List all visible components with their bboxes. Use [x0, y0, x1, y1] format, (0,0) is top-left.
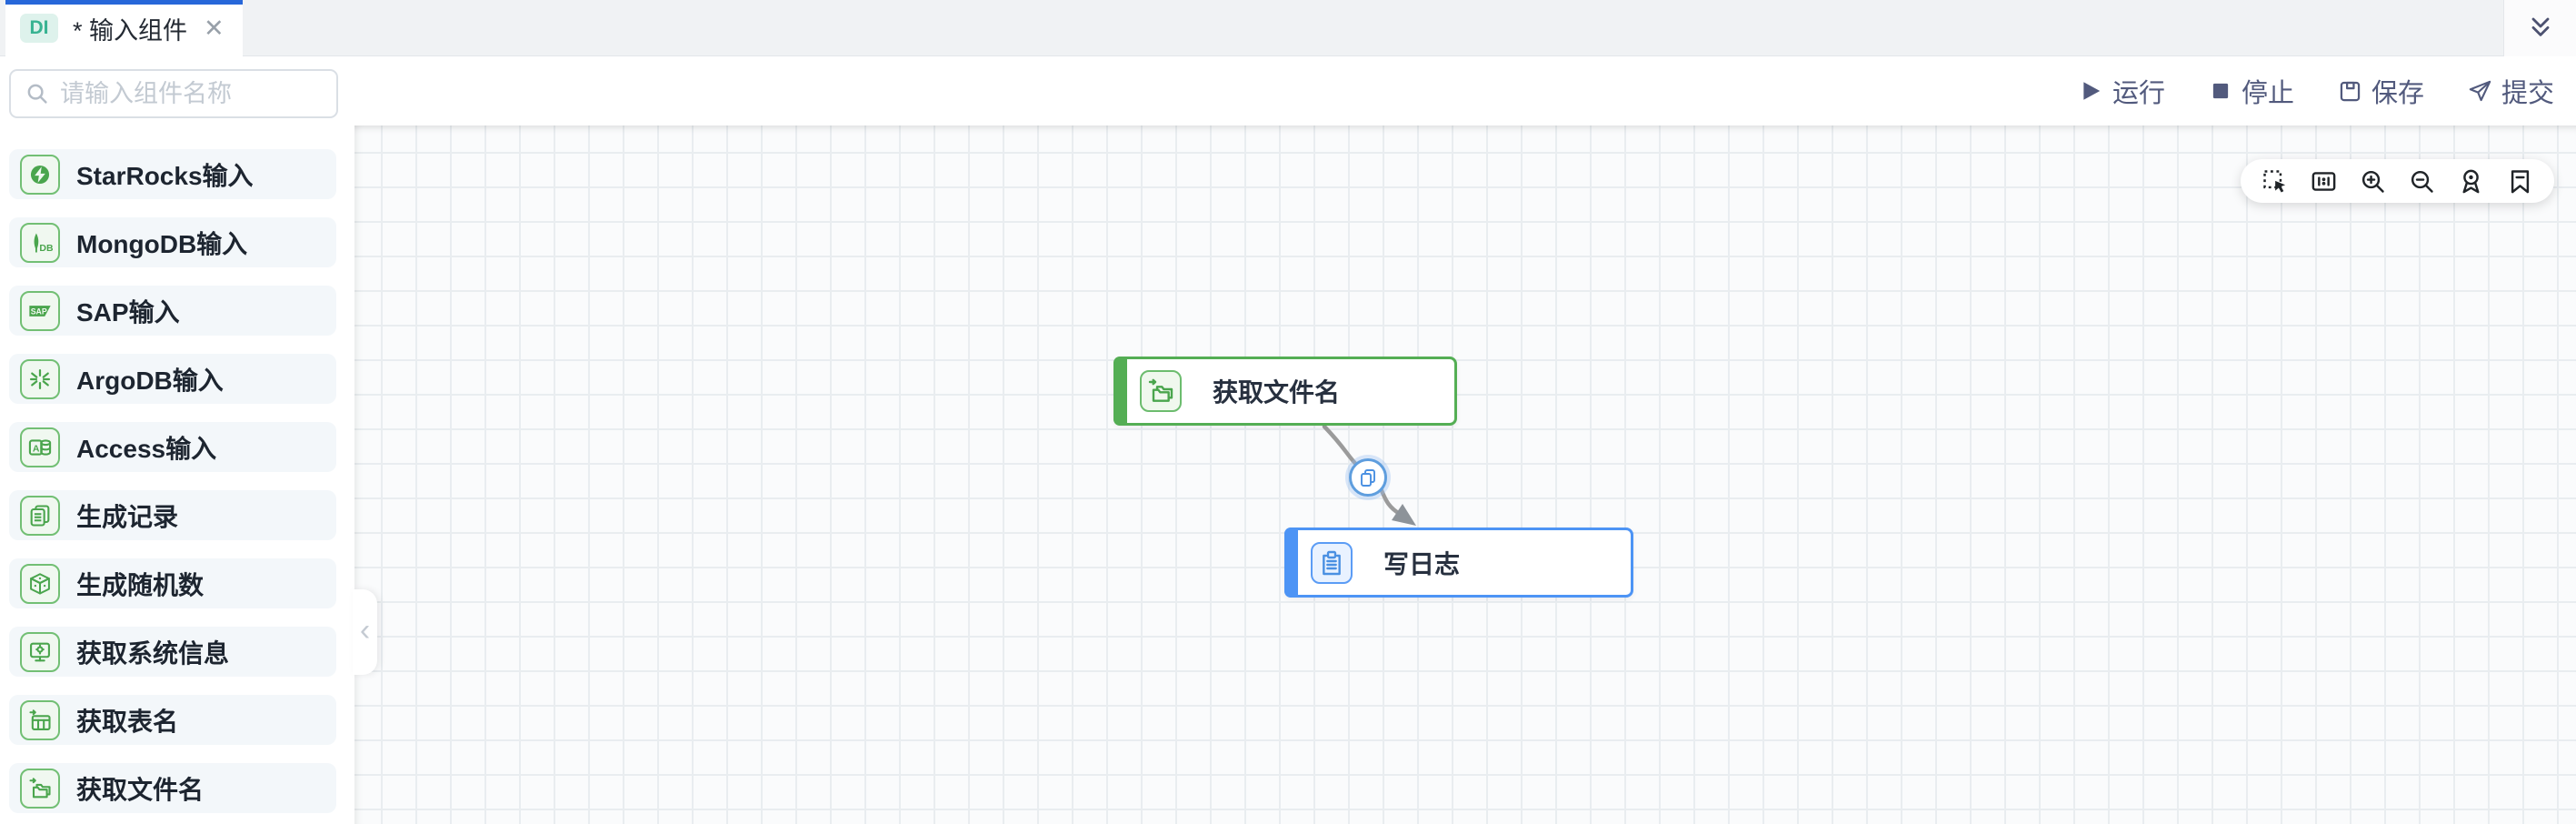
records-icon — [20, 495, 60, 536]
sap-icon: SAP — [20, 290, 60, 331]
component-get-file-name[interactable]: 获取文件名 — [9, 763, 336, 813]
svg-text:DB: DB — [39, 242, 53, 253]
tab-bar: DI * 输入组件 ✕ — [0, 0, 2576, 56]
run-button[interactable]: 运行 — [2080, 72, 2165, 110]
save-label: 保存 — [2371, 79, 2424, 108]
component-get-system-info[interactable]: 获取系统信息 — [9, 627, 336, 677]
component-get-table-name[interactable]: 获取表名 — [9, 695, 336, 745]
close-icon[interactable]: ✕ — [204, 14, 225, 42]
component-label: MongoDB输入 — [76, 229, 248, 258]
actual-size-icon[interactable] — [2310, 167, 2338, 196]
folder-icon — [1140, 370, 1182, 412]
component-generate-random-number[interactable]: 生成随机数 — [9, 558, 336, 608]
system-info-icon — [20, 631, 60, 672]
double-chevron-down-icon — [2526, 14, 2555, 43]
mongodb-icon: DB — [20, 222, 60, 263]
component-label: 生成记录 — [76, 502, 179, 531]
svg-text:A: A — [33, 443, 40, 454]
folder-icon — [20, 768, 60, 809]
component-access-input[interactable]: A Access输入 — [9, 422, 336, 472]
component-label: 获取文件名 — [76, 775, 205, 804]
node-get-file-name[interactable]: 获取文件名 — [1113, 357, 1457, 426]
paper-plane-icon — [2468, 79, 2492, 104]
component-starrocks-input[interactable]: StarRocks输入 — [9, 149, 336, 199]
component-sap-input[interactable]: SAP SAP输入 — [9, 286, 336, 336]
zoom-in-icon[interactable] — [2359, 167, 2387, 196]
pipeline-canvas[interactable]: 获取文件名 写日志 — [354, 126, 2576, 824]
chevron-left-icon: ‹ — [359, 613, 371, 648]
component-list: StarRocks输入 DB MongoDB输入 SAP SAP输入 — [0, 149, 354, 813]
locate-icon[interactable] — [2457, 167, 2485, 196]
dice-icon — [20, 563, 60, 604]
play-icon — [2080, 79, 2103, 103]
component-generate-records[interactable]: 生成记录 — [9, 490, 336, 540]
marquee-select-icon[interactable] — [2261, 167, 2289, 196]
stop-icon — [2209, 79, 2232, 103]
edge-layer — [1322, 424, 1416, 526]
stop-button[interactable]: 停止 — [2209, 72, 2294, 110]
component-mongodb-input[interactable]: DB MongoDB输入 — [9, 217, 336, 267]
save-icon — [2338, 79, 2362, 104]
submit-button[interactable]: 提交 — [2468, 72, 2554, 110]
canvas-toolbar — [2241, 159, 2554, 203]
copy-icon — [1357, 467, 1379, 488]
table-icon — [20, 699, 60, 740]
run-label: 运行 — [2112, 79, 2165, 108]
access-icon: A — [20, 427, 60, 467]
component-label: 生成随机数 — [76, 570, 205, 599]
tab-input-components[interactable]: DI * 输入组件 ✕ — [5, 0, 243, 56]
edge-arrowhead — [1392, 504, 1416, 526]
component-label: 获取系统信息 — [76, 638, 230, 668]
collapse-tabs-button[interactable] — [2503, 0, 2576, 56]
node-label: 写日志 — [1383, 549, 1461, 578]
submit-label: 提交 — [2501, 79, 2554, 108]
component-label: 获取表名 — [76, 707, 179, 736]
save-button[interactable]: 保存 — [2338, 72, 2424, 110]
component-label: StarRocks输入 — [76, 161, 254, 190]
edge-copy-badge[interactable] — [1349, 458, 1387, 497]
component-label: SAP输入 — [76, 297, 180, 327]
search-input[interactable] — [60, 79, 382, 108]
starrocks-icon — [20, 154, 60, 195]
log-document-icon — [1311, 541, 1353, 584]
sidebar-collapse-handle[interactable]: ‹ — [353, 589, 377, 675]
node-label: 获取文件名 — [1213, 378, 1341, 407]
di-badge: DI — [20, 14, 58, 43]
component-label: Access输入 — [76, 434, 217, 463]
component-argodb-input[interactable]: ArgoDB输入 — [9, 354, 336, 404]
component-label: ArgoDB输入 — [76, 366, 224, 395]
bookmark-icon[interactable] — [2506, 167, 2534, 196]
svg-text:SAP: SAP — [31, 306, 47, 316]
argodb-icon — [20, 358, 60, 399]
component-sidebar: StarRocks输入 DB MongoDB输入 SAP SAP输入 — [0, 56, 382, 824]
pipeline-actions-bar: 运行 停止 保存 提交 — [354, 56, 2576, 126]
component-search[interactable] — [9, 69, 382, 118]
search-icon — [24, 80, 51, 107]
stop-label: 停止 — [2241, 79, 2294, 108]
node-write-log[interactable]: 写日志 — [1284, 528, 1633, 598]
tab-title: * 输入组件 — [73, 16, 188, 45]
zoom-out-icon[interactable] — [2408, 167, 2436, 196]
